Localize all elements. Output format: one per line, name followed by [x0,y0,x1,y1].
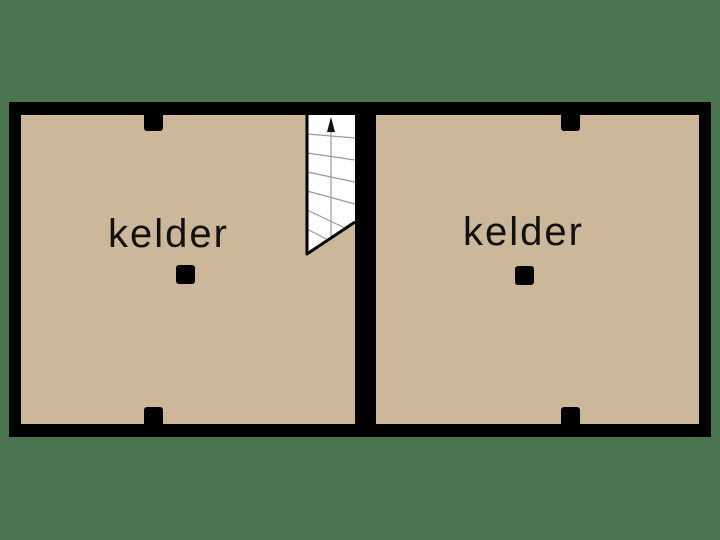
stair[interactable] [305,115,356,256]
pillar-top-left [144,110,163,131]
pillar-top-right [561,110,580,131]
column-right [515,266,534,285]
column-left [176,265,195,284]
pillar-bottom-right [561,407,580,429]
room-right-label: kelder [463,210,584,254]
room-right-floor[interactable] [376,115,699,424]
stair-arrow-up-icon [327,117,335,132]
center-wall [355,102,376,437]
room-left-label: kelder [108,212,229,256]
pillar-bottom-left [144,407,163,429]
